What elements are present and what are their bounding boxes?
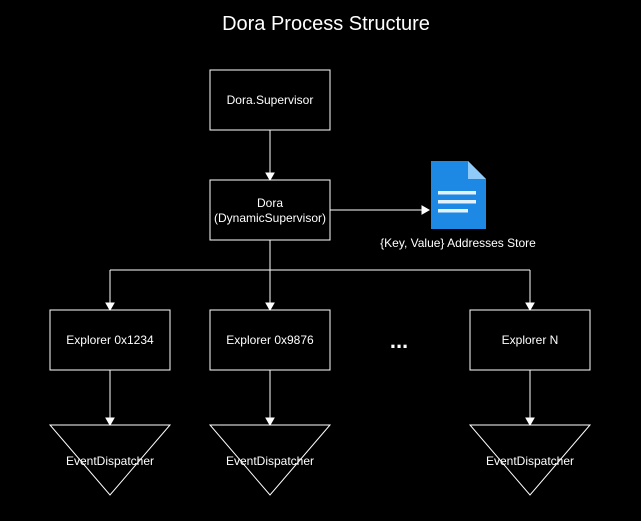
node-dispatcher-1-label: EventDispatcher [66,454,154,468]
node-explorer-2[interactable]: Explorer 0x9876 [209,309,331,371]
node-dynamic-label-line1: Dora [257,196,283,210]
node-dispatcher-2[interactable]: EventDispatcher [208,424,332,496]
edges [105,130,535,427]
arrowhead-dynamic [265,172,275,182]
node-explorer-n-label: Explorer N [502,333,559,347]
arrowhead-dispatcher1 [105,417,115,427]
node-dispatcher-n-label: EventDispatcher [486,454,574,468]
node-explorer-1-label: Explorer 0x1234 [66,333,154,347]
node-explorer-1[interactable]: Explorer 0x1234 [49,309,171,371]
arrowhead-dispatcherN [525,417,535,427]
node-store-label: {Key, Value} Addresses Store [380,236,536,250]
node-dynamic-supervisor[interactable]: Dora (DynamicSupervisor) [209,179,331,241]
node-explorer-n[interactable]: Explorer N [469,309,591,371]
arrowhead-explorerN [525,302,535,312]
node-dynamic-label-line2: (DynamicSupervisor) [214,211,326,225]
arrowhead-explorer2 [265,302,275,312]
node-supervisor[interactable]: Dora.Supervisor [209,69,331,131]
node-dispatcher-n[interactable]: EventDispatcher [468,424,592,496]
node-dispatcher-2-label: EventDispatcher [226,454,314,468]
arrowhead-store [421,205,431,215]
node-store[interactable]: {Key, Value} Addresses Store [380,161,536,250]
ellipsis-more-explorers: ... [390,328,408,353]
arrowhead-explorer1 [105,302,115,312]
node-explorer-2-label: Explorer 0x9876 [226,333,314,347]
diagram-title: Dora Process Structure [222,13,430,35]
arrowhead-dispatcher2 [265,417,275,427]
document-icon [431,161,486,229]
node-supervisor-label: Dora.Supervisor [227,93,314,107]
node-dispatcher-1[interactable]: EventDispatcher [48,424,172,496]
